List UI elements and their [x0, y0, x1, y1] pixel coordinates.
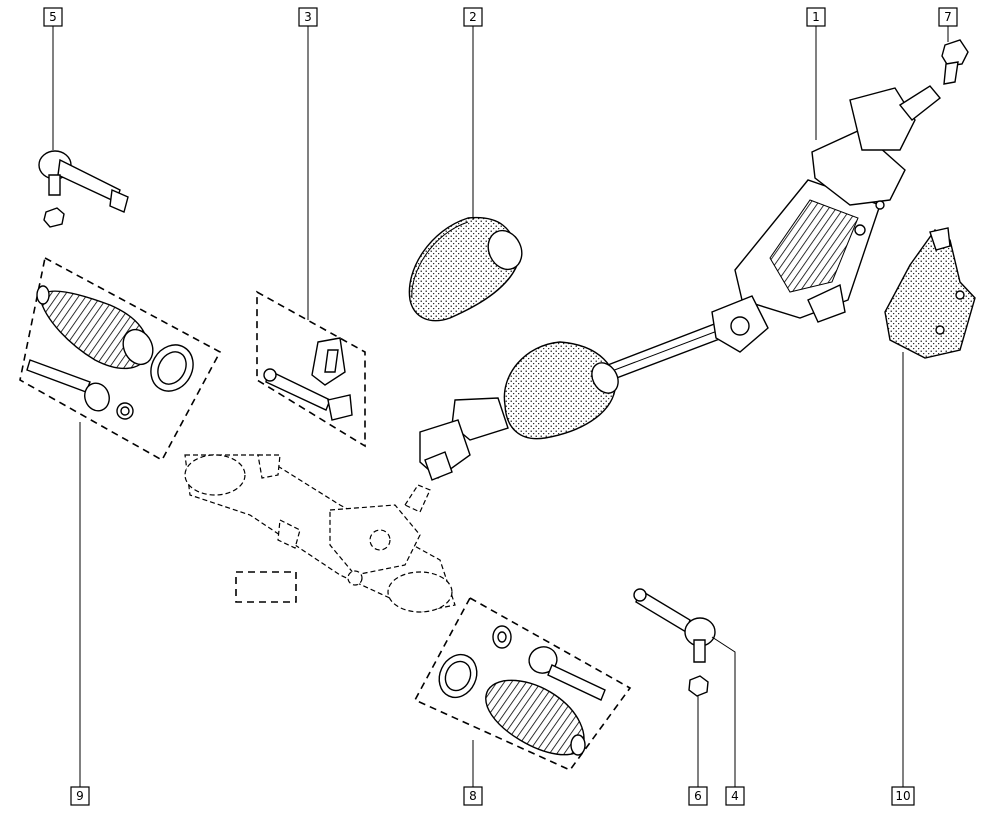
- callout-5-label: 5: [49, 10, 57, 24]
- callout-2-label: 2: [469, 10, 477, 24]
- callout-9: 9: [70, 786, 90, 806]
- callout-3-label: 3: [304, 10, 312, 24]
- guide-bracket-group: [256, 290, 366, 448]
- steering-rack-part: [184, 454, 456, 613]
- steering-column-part: [599, 85, 941, 383]
- column-bracket-part: [884, 227, 976, 359]
- callout-7-label: 7: [944, 10, 952, 24]
- column-bolt-part: [941, 39, 969, 85]
- callout-1-label: 1: [812, 10, 820, 24]
- callout-10-label: 10: [895, 789, 910, 803]
- callout-5: 5: [43, 7, 63, 27]
- callout-7: 7: [938, 7, 958, 27]
- callout-10: 10: [891, 786, 915, 806]
- leader-lines: [52, 24, 949, 787]
- callout-6: 6: [688, 786, 708, 806]
- left-tie-rod-end-part: [38, 150, 129, 228]
- rack-placeholder-box: [235, 571, 297, 603]
- left-boot-kit-group: [19, 256, 222, 462]
- callout-2: 2: [463, 7, 483, 27]
- steering-boot-cover-part: [408, 216, 523, 322]
- callout-6-label: 6: [694, 789, 702, 803]
- callout-4: 4: [725, 786, 745, 806]
- shaft-boot-part: [503, 341, 619, 440]
- right-nut-part: [688, 675, 709, 697]
- callout-1: 1: [806, 7, 826, 27]
- callout-3: 3: [298, 7, 318, 27]
- callout-8: 8: [463, 786, 483, 806]
- right-tie-rod-end-part: [633, 588, 716, 663]
- callout-9-label: 9: [76, 789, 84, 803]
- callout-4-label: 4: [731, 789, 739, 803]
- lower-joint-part: [419, 397, 509, 481]
- callout-8-label: 8: [469, 789, 477, 803]
- right-boot-kit-group: [413, 596, 632, 771]
